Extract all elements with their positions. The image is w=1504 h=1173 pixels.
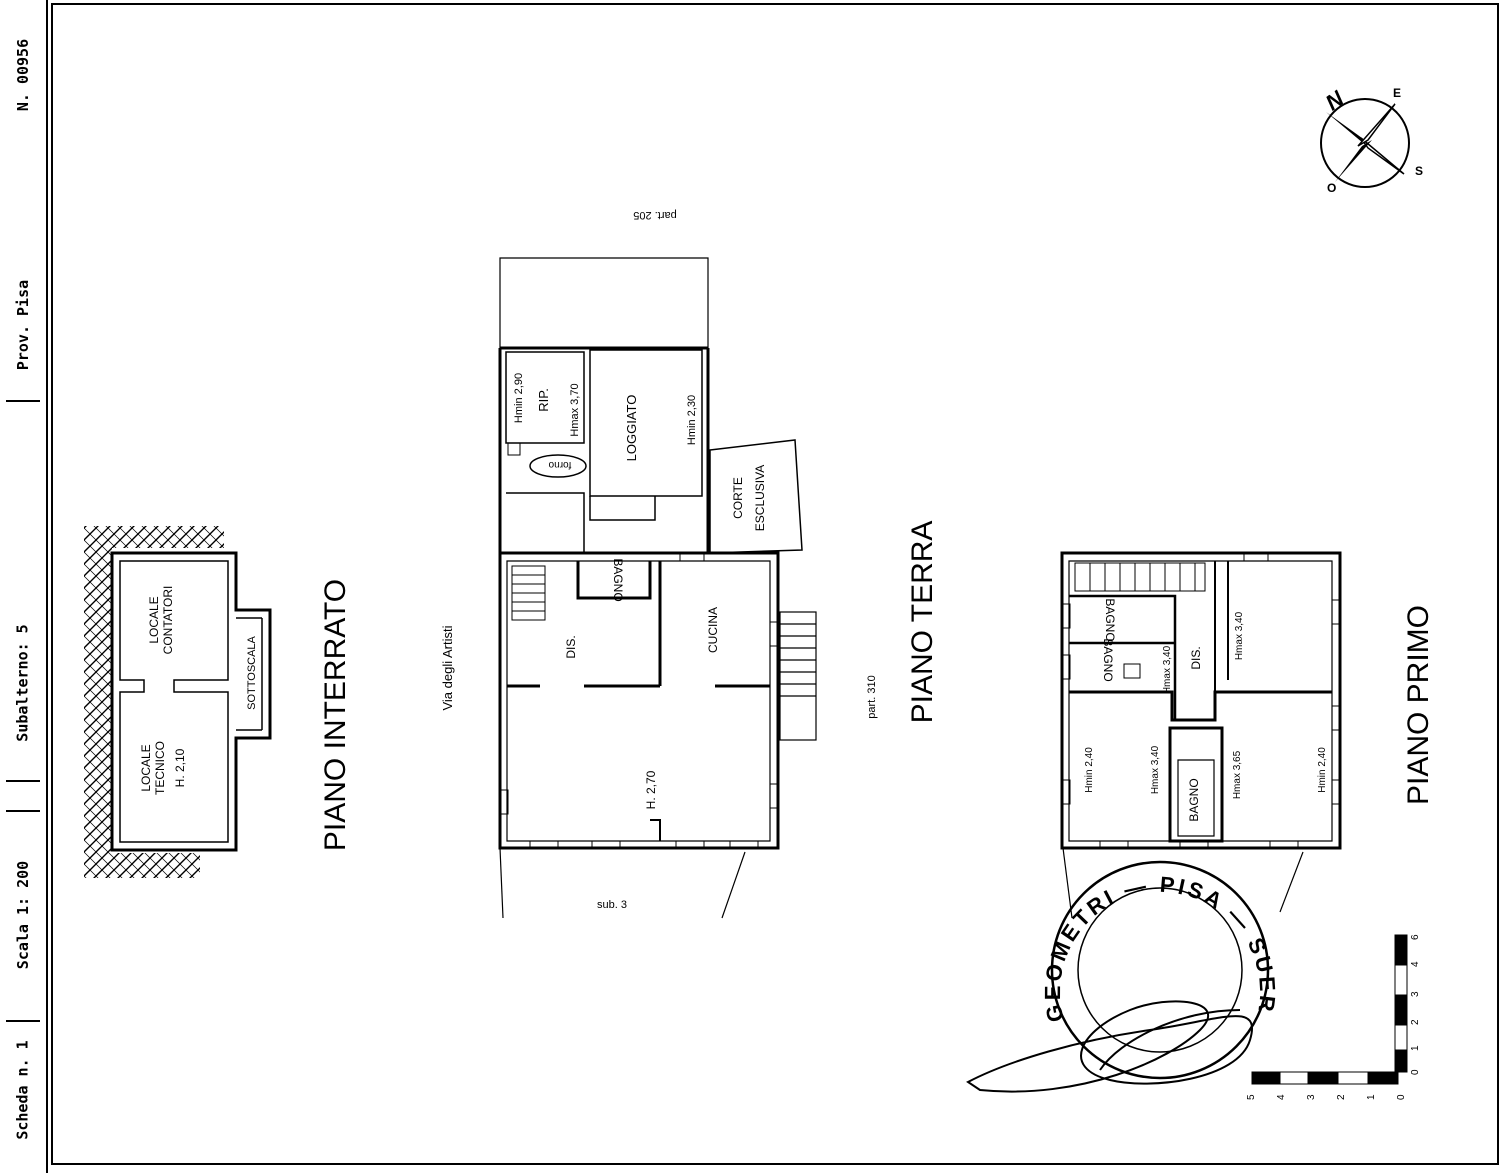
compass-o: O — [1327, 181, 1336, 195]
graphic-scale-bar: 5 4 3 2 1 0 0 1 2 3 4 6 — [1246, 934, 1421, 1100]
label-hmax-340-b: Hmax 3,40 — [1234, 611, 1245, 660]
header-separator — [6, 780, 40, 782]
room-label-bagno-mid: BAGNO — [1101, 638, 1115, 681]
room-label-bagno-top: BAGNO — [1103, 598, 1117, 641]
room-label-sottoscala: SOTTOSCALA — [246, 635, 258, 709]
label-hmin-loggiato: Hmin 2,30 — [686, 395, 698, 445]
scale-tick: 2 — [1336, 1094, 1347, 1100]
signature-scribble — [966, 1000, 1253, 1093]
room-label-rip: RIP. — [536, 388, 551, 412]
compass-s: S — [1415, 164, 1423, 178]
compass-n: N — [1321, 85, 1349, 115]
parcel-label-205: part. 205 — [633, 209, 676, 221]
header-separator — [6, 400, 40, 402]
label-forno: forno — [548, 459, 571, 470]
room-label-bagno-bottom: BAGNO — [1187, 778, 1201, 821]
scale-tick: 0 — [1396, 1094, 1407, 1100]
street-label: Via degli Artisti — [440, 625, 455, 710]
label-hmin-rip: Hmin 2,90 — [513, 373, 525, 423]
scale-tick-right: 2 — [1410, 1019, 1421, 1025]
compass-rose: N E S O — [1320, 85, 1423, 195]
scale-tick-right: 1 — [1410, 1045, 1421, 1051]
scale-tick-right: 4 — [1410, 961, 1421, 967]
exterior-stairs — [779, 611, 817, 741]
windows-primo — [1061, 552, 1341, 850]
scale-tick-right: 3 — [1410, 991, 1421, 997]
header-separator — [6, 1020, 40, 1022]
room-label-contatori: LOCALECONTATORI — [147, 586, 175, 655]
sub-label: sub. 3 — [597, 899, 627, 911]
sheet-frame — [51, 3, 1499, 1165]
label-hmin-240-b: Hmin 2,40 — [1317, 747, 1328, 793]
piano-terra: forno — [440, 209, 939, 919]
parcel-label-310: part. 310 — [866, 675, 878, 718]
scale-tick: 5 — [1246, 1094, 1257, 1100]
label-hmax-rip: Hmax 3,70 — [569, 383, 581, 436]
scale-tick: 3 — [1306, 1094, 1317, 1100]
forno-icon — [529, 454, 587, 478]
label-h-main: H. 2,70 — [644, 770, 658, 809]
room-label-cucina: CUCINA — [706, 607, 720, 653]
plan-title-interrato: PIANO INTERRATO — [319, 579, 352, 851]
corte-outline — [709, 439, 803, 554]
room-label-bagno: BAGNO — [611, 558, 625, 601]
room-label-dis-primo: DIS. — [1189, 646, 1203, 669]
windows-terra — [499, 552, 779, 850]
header-separator — [6, 810, 40, 812]
scale-tick: 1 — [1366, 1094, 1377, 1100]
room-label-loggiato: LOGGIATO — [624, 395, 639, 462]
label-hmax-340-a: Hmax 3,40 — [1162, 645, 1173, 694]
basement-outline — [110, 551, 272, 852]
label-hmin-240-a: Hmin 2,40 — [1084, 747, 1095, 793]
scale-tick-right: 6 — [1410, 934, 1421, 940]
compass-e: E — [1393, 86, 1401, 100]
stairs-primo — [1074, 562, 1206, 592]
room-label-dis: DIS. — [564, 635, 578, 658]
piano-primo: BAGNO BAGNO Hmax 3,40 DIS. Hmax 3,40 Hmi… — [1060, 551, 1435, 919]
label-hmax-365: Hmax 3,65 — [1232, 750, 1243, 799]
plan-title-primo: PIANO PRIMO — [1402, 605, 1435, 805]
plan-title-terra: PIANO TERRA — [906, 521, 939, 724]
header-strip: Scheda n. 1 Scala 1: 200 Subalterno: 5 P… — [0, 0, 48, 1173]
scale-tick-right: 0 — [1410, 1069, 1421, 1075]
scale-tick: 4 — [1276, 1094, 1287, 1100]
label-hmax-340-c: Hmax 3,40 — [1150, 745, 1161, 794]
